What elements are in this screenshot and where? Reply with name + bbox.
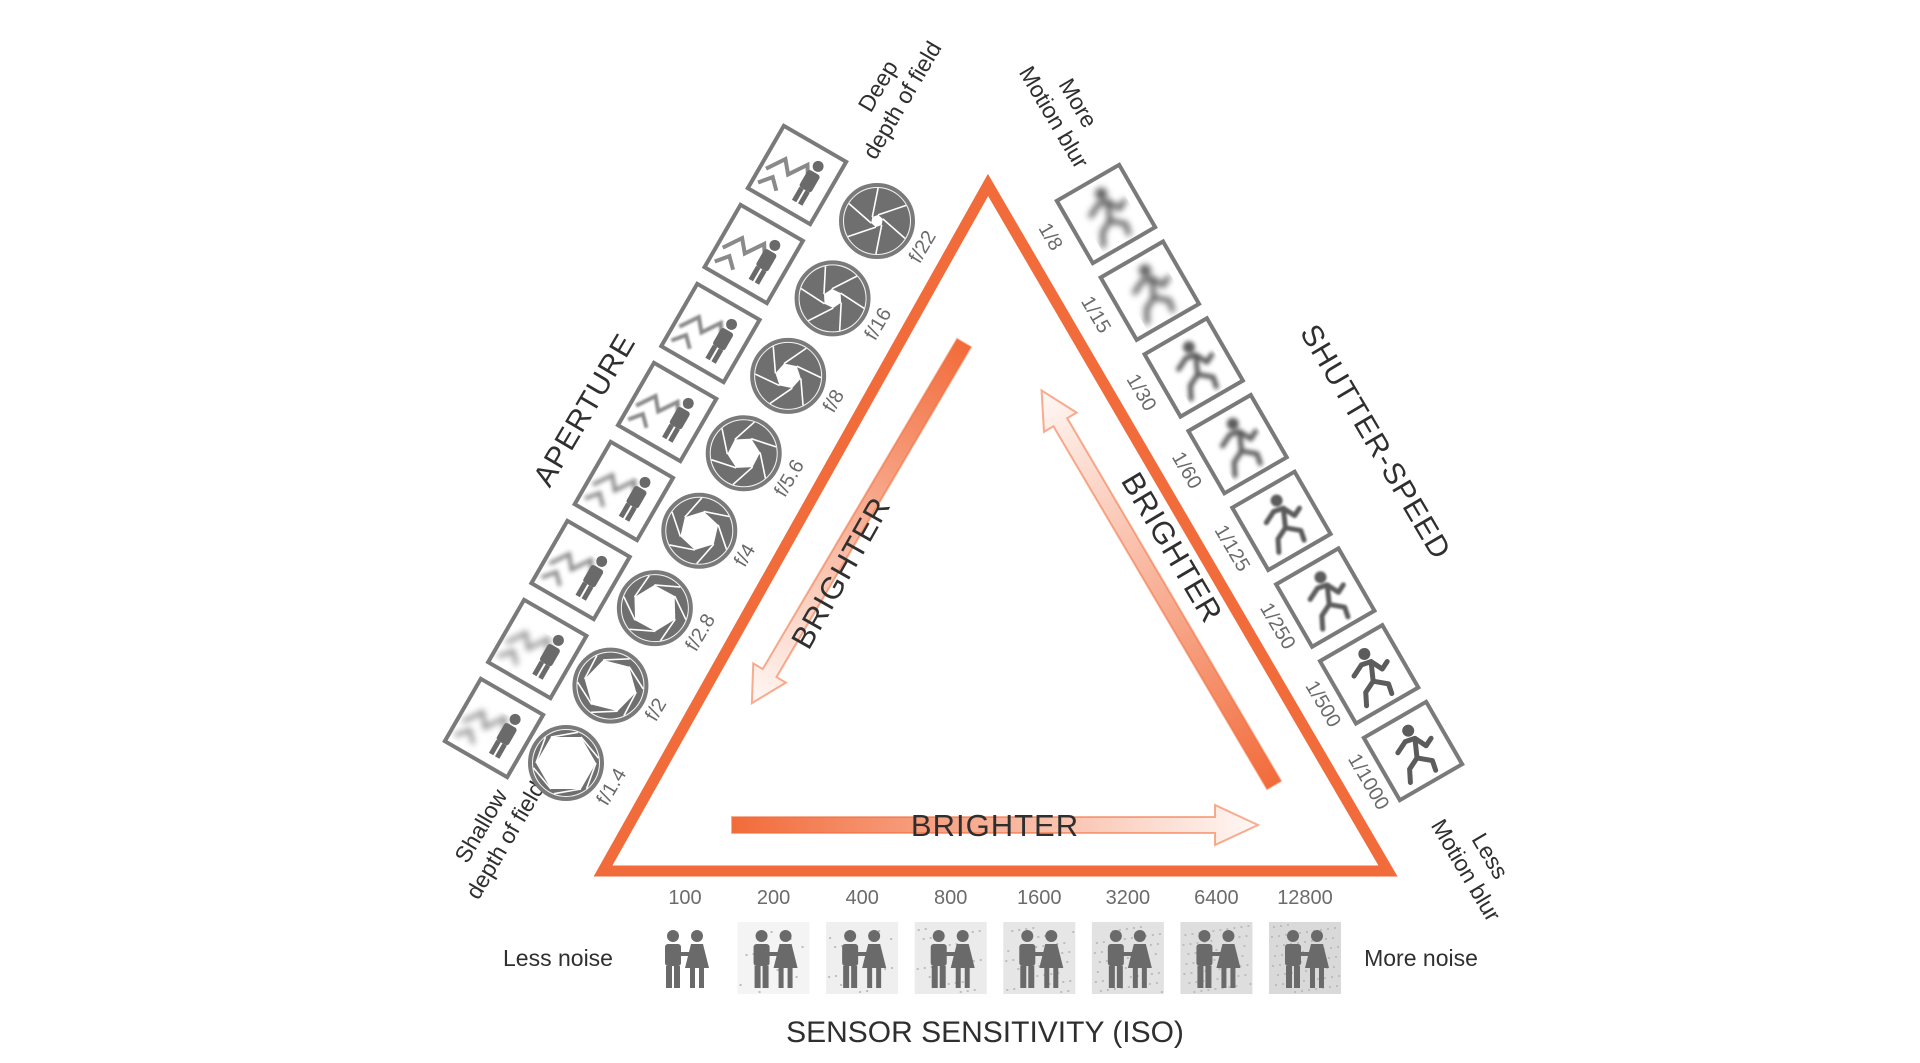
aperture-blade-icon <box>752 340 824 412</box>
depth-of-field-scene-icon <box>531 521 629 619</box>
aperture-blade-icon <box>574 650 646 722</box>
couple-icon <box>649 922 721 994</box>
iso-row: 100 200 400 800 1600 3200 6400 12800 <box>649 887 1341 994</box>
aperture-stop-label: f/8 <box>819 386 849 416</box>
iso-value-label: 100 <box>668 887 701 909</box>
running-person-icon <box>1057 165 1155 263</box>
couple-icon <box>1180 922 1252 994</box>
aperture-blade-icon <box>841 185 913 257</box>
couple-icon <box>915 922 987 994</box>
depth-of-field-scene-icon <box>748 126 846 224</box>
bottom-brighter-arrow: BRIGHTER <box>732 805 1258 845</box>
bottom-brighter-label: BRIGHTER <box>911 808 1079 843</box>
more-noise-label: More noise <box>1364 945 1478 971</box>
iso-value-label: 1600 <box>1017 887 1062 909</box>
aperture-blade-icon <box>619 572 691 644</box>
depth-of-field-scene-icon <box>488 600 586 698</box>
aperture-blade-icon <box>797 262 869 334</box>
couple-icon <box>826 922 898 994</box>
aperture-blade-icon <box>663 495 735 567</box>
iso-value-label: 12800 <box>1277 887 1333 909</box>
shutter-speed-label: 1/15 <box>1076 292 1115 337</box>
aperture-blade-icon <box>530 727 602 799</box>
shutter-speed-label: 1/8 <box>1034 219 1067 254</box>
iso-heading: SENSOR SENSITIVITY (ISO) <box>786 1016 1184 1049</box>
iso-value-label: 800 <box>934 887 967 909</box>
shutter-speed-label: 1/30 <box>1122 370 1161 415</box>
depth-of-field-scene-icon <box>705 205 803 303</box>
less-noise-label: Less noise <box>503 945 613 971</box>
couple-icon <box>1003 922 1075 994</box>
aperture-blade-icon <box>708 417 780 489</box>
iso-value-label: 400 <box>845 887 878 909</box>
depth-of-field-scene-icon <box>618 363 716 461</box>
depth-of-field-scene-icon <box>661 284 759 382</box>
couple-icon <box>738 922 810 994</box>
couple-icon <box>1092 922 1164 994</box>
iso-value-label: 200 <box>757 887 790 909</box>
iso-value-label: 6400 <box>1194 887 1239 909</box>
iso-value-label: 3200 <box>1106 887 1151 909</box>
couple-icon <box>1269 922 1341 994</box>
depth-of-field-scene-icon <box>575 442 673 540</box>
